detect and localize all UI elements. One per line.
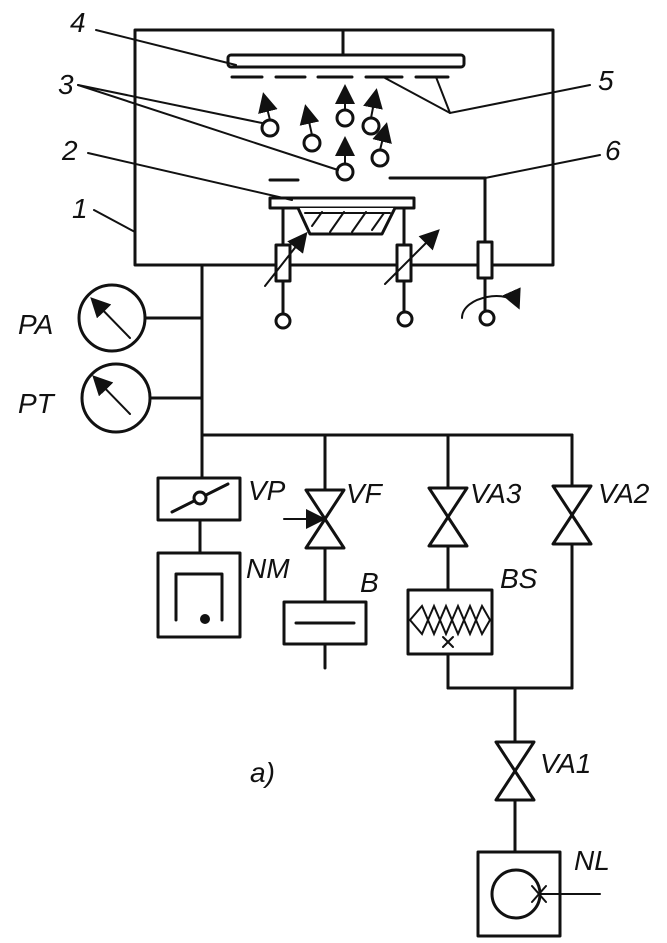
- vapor-particles: [258, 84, 392, 182]
- valve-va2: [551, 484, 593, 546]
- callout-5: 5: [598, 65, 614, 96]
- callout-1: 1: [72, 193, 88, 224]
- component-bs-label: BS: [500, 563, 538, 594]
- valve-va3: [427, 486, 469, 548]
- valve-vp-label: VP: [248, 475, 286, 506]
- gauge-pt-label: PT: [18, 388, 56, 419]
- valve-va1: [494, 740, 536, 802]
- feedthrough-left: [264, 206, 308, 330]
- gauge-pa-label: PA: [18, 309, 53, 340]
- valve-va3-label: VA3: [470, 478, 522, 509]
- pumping-lines: [141, 263, 574, 854]
- pump-nm-label: NM: [246, 553, 290, 584]
- valve-vf: [283, 488, 346, 550]
- valve-vp: [156, 476, 242, 522]
- figure-caption: a): [250, 757, 275, 788]
- substrate: [226, 53, 466, 69]
- pump-nl-label: NL: [574, 845, 610, 876]
- shutter-rotary-feedthrough: [461, 240, 521, 327]
- vacuum-chamber: [133, 28, 555, 330]
- valve-va2-label: VA2: [598, 478, 650, 509]
- callout-2: 2: [61, 135, 78, 166]
- pump-nm: [156, 551, 242, 639]
- gauge-pa: [77, 283, 147, 353]
- feedthrough-right: [384, 206, 440, 328]
- evaporator-boat: [268, 196, 416, 236]
- callout-3: 3: [58, 69, 74, 100]
- valve-vf-label: VF: [346, 478, 384, 509]
- pump-nl: [476, 850, 601, 938]
- component-bs: [406, 588, 494, 656]
- gauge-pt: [80, 362, 152, 434]
- component-b-label: B: [360, 567, 379, 598]
- callout-4: 4: [70, 7, 86, 38]
- valve-va1-label: VA1: [540, 748, 591, 779]
- callout-6: 6: [605, 135, 621, 166]
- callout-leaders: [77, 29, 601, 233]
- component-b: [282, 600, 368, 646]
